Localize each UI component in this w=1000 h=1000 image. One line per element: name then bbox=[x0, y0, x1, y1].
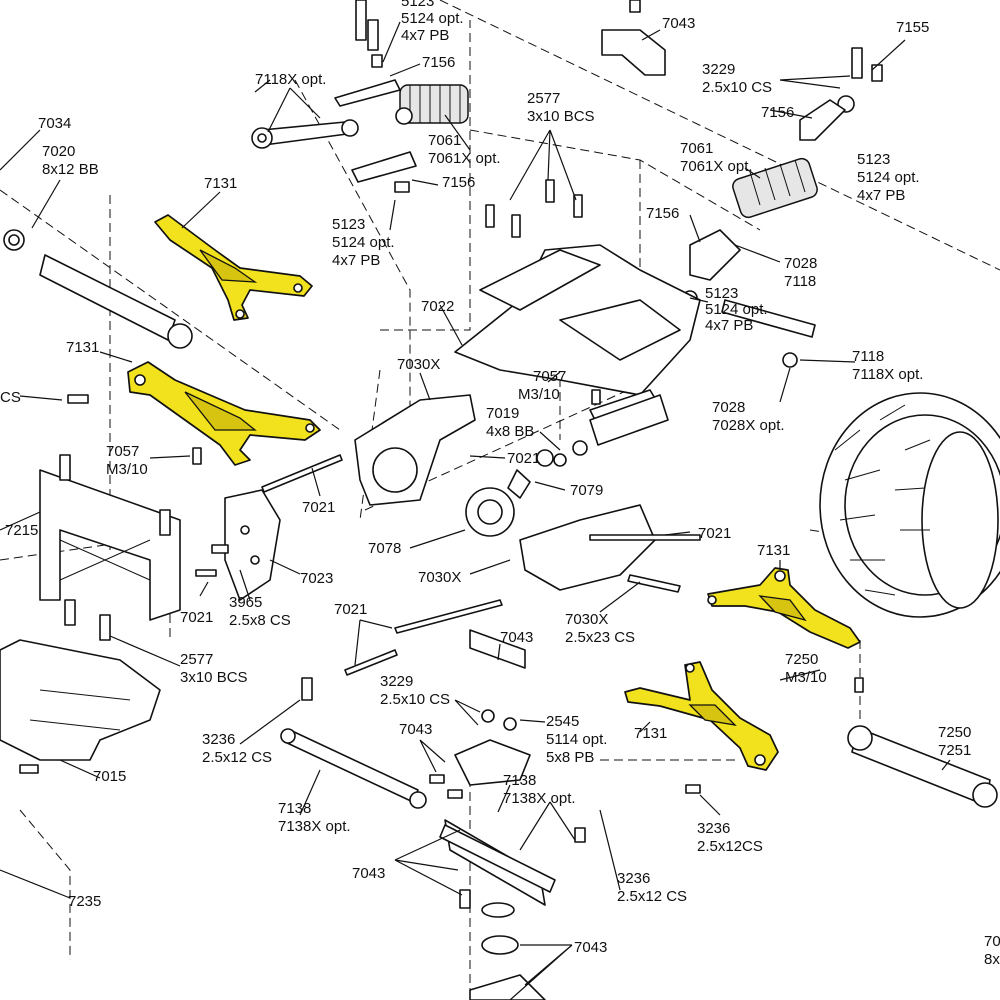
callout-c38: 7021 bbox=[180, 609, 213, 626]
callout-c31: 7215 bbox=[5, 522, 38, 539]
driveshaft-right-7250 bbox=[847, 725, 998, 808]
callout-c9: 7156 bbox=[761, 104, 794, 121]
shock-assembly-right bbox=[601, 0, 883, 368]
callout-c47: 7043 bbox=[399, 721, 432, 738]
callout-c57: 7235 bbox=[68, 893, 101, 910]
turnbuckle-7138-right bbox=[439, 824, 556, 893]
callout-c36: 7023 bbox=[300, 570, 333, 587]
camber-link-7118 bbox=[251, 119, 359, 149]
callout-c42: 7043 bbox=[500, 629, 533, 646]
callout-c34: 7078 bbox=[368, 540, 401, 557]
tire-wheel bbox=[819, 392, 1000, 618]
a-arm-7131-lower-left bbox=[127, 361, 321, 466]
callout-c15: 7156 bbox=[442, 174, 475, 191]
bumper-mount-7015 bbox=[0, 599, 161, 761]
screws bbox=[19, 389, 864, 799]
shock-body-7061 bbox=[395, 84, 469, 125]
driveshaft-left-7034 bbox=[3, 229, 193, 349]
a-arm-7131-right-lower bbox=[624, 661, 779, 771]
callout-c3: 7155 bbox=[896, 19, 929, 36]
callout-c33: 7021 bbox=[698, 525, 731, 542]
callout-c51: 7015 bbox=[93, 768, 126, 785]
shock-tower-7215 bbox=[39, 454, 181, 621]
a-arm-7131-upper-left bbox=[154, 214, 313, 321]
callout-c22: 7030X bbox=[397, 356, 440, 373]
callout-c32: 7021 bbox=[302, 499, 335, 516]
callout-c29: 7021 bbox=[507, 450, 540, 467]
callout-c4: 7118X opt. bbox=[255, 71, 326, 88]
callout-c37: 7030X bbox=[418, 569, 461, 586]
callout-c19: 7022 bbox=[421, 298, 454, 315]
callout-c25: CS bbox=[0, 389, 21, 406]
callout-c5: 7156 bbox=[422, 54, 455, 71]
callout-c17: 7156 bbox=[646, 205, 679, 222]
callout-c21: 7131 bbox=[66, 339, 99, 356]
callout-c7: 7034 bbox=[38, 115, 71, 132]
bulkhead-plate-7023 bbox=[224, 489, 281, 601]
turnbuckle-7138-left bbox=[280, 728, 427, 809]
a-arm-7131-right-upper bbox=[707, 567, 861, 649]
callout-c58: 7043 bbox=[574, 939, 607, 956]
callout-c14: 7131 bbox=[204, 175, 237, 192]
callout-c35: 7131 bbox=[757, 542, 790, 559]
center-driveshaft-7019 bbox=[536, 394, 669, 467]
chassis-7022 bbox=[454, 179, 701, 396]
callout-c55: 7043 bbox=[352, 865, 385, 882]
callout-c30: 7079 bbox=[570, 482, 603, 499]
hinge-pins-7021 bbox=[261, 454, 701, 676]
callout-c2: 7043 bbox=[662, 15, 695, 32]
callout-c48: 7131 bbox=[634, 725, 667, 742]
leader-lines bbox=[0, 21, 951, 1000]
callout-c40: 7021 bbox=[334, 601, 367, 618]
shock-assembly-top bbox=[334, 0, 469, 193]
